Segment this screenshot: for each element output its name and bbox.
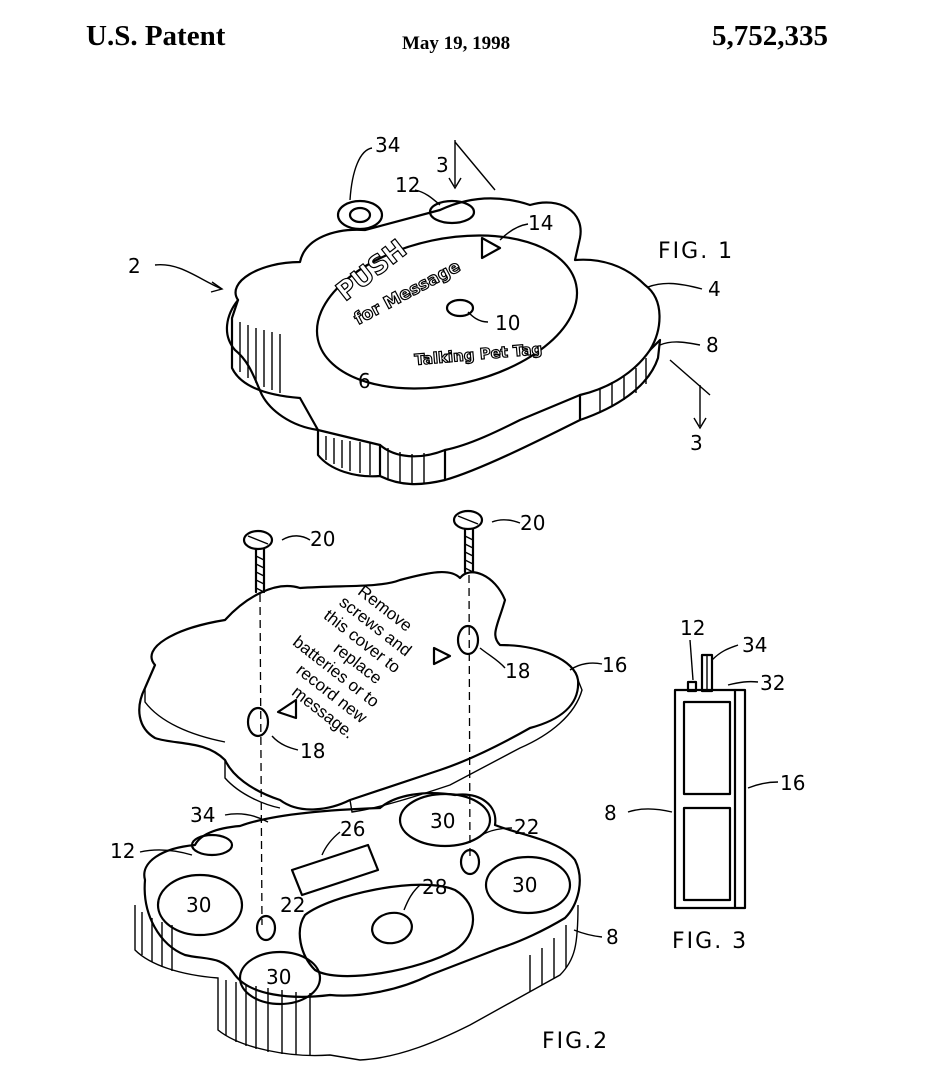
ref-14: 14	[528, 211, 553, 235]
ref-8-fig1: 8	[706, 333, 719, 357]
ref-2: 2	[128, 254, 141, 278]
ref-20-left: 20	[310, 527, 335, 551]
ref-4: 4	[708, 277, 721, 301]
ref-16-fig2: 16	[602, 653, 627, 677]
ref-6: 6	[358, 369, 371, 393]
ref-3-bottom: 3	[690, 431, 703, 455]
brand-text: Talking Pet Tag	[414, 340, 543, 369]
screw-hole-22-left	[255, 914, 277, 942]
screw-20-right	[452, 509, 484, 574]
ref-16-fig3: 16	[780, 771, 805, 795]
ref-32: 32	[760, 671, 785, 695]
fig3-cross-section	[627, 639, 779, 910]
button-12-base	[190, 833, 234, 857]
ref-8-fig3: 8	[604, 801, 617, 825]
side-hatching	[239, 322, 647, 483]
battery-cover-16	[138, 570, 580, 811]
patent-header-label: U.S. Patent	[86, 20, 226, 52]
base-hatching	[141, 912, 567, 1056]
alignment-line-right	[468, 574, 471, 861]
ref-30-bottom: 30	[266, 965, 291, 989]
fig2-exploded-view: Remove screws and this cover to replace …	[134, 509, 603, 1061]
ref-12-fig3: 12	[680, 616, 705, 640]
ref-3-top: 3	[436, 153, 449, 177]
ref-18-left: 18	[300, 739, 325, 763]
base-housing-8	[143, 792, 581, 998]
cover-arrow-right	[432, 646, 452, 666]
ref-12-fig1: 12	[395, 173, 420, 197]
ref-34-fig2: 34	[190, 803, 215, 827]
ring-hole	[348, 206, 372, 224]
arrow-14	[480, 236, 502, 260]
speaker-28	[371, 911, 413, 945]
microphone-10	[445, 298, 475, 318]
fig3-label: FIG. 3	[672, 929, 748, 954]
ref-34-fig3: 34	[742, 633, 767, 657]
tag-side-wall	[230, 298, 662, 486]
ref-20-right: 20	[520, 511, 545, 535]
ref-30-top: 30	[430, 809, 455, 833]
tag-top-face	[225, 197, 661, 458]
hole-18-left	[246, 706, 270, 738]
battery-30-left	[156, 873, 244, 937]
ref-12-fig2: 12	[110, 839, 135, 863]
battery-section-top	[682, 700, 732, 796]
section-line-bottom	[669, 359, 711, 396]
ring-34	[336, 199, 384, 231]
cover-instructions: Remove screws and this cover to replace …	[288, 581, 416, 742]
battery-30-top	[398, 792, 492, 848]
ref-28: 28	[422, 875, 447, 899]
button-section-12	[686, 680, 698, 693]
battery-30-bottom	[238, 950, 322, 1006]
ref-26: 26	[340, 817, 365, 841]
section-line-top	[454, 141, 496, 191]
battery-30-right	[484, 855, 572, 915]
ref-8-fig2: 8	[606, 925, 619, 949]
ref-30-left: 30	[186, 893, 211, 917]
patent-number: 5,752,335	[712, 20, 828, 52]
fig1-pet-tag: PUSH for Message Talking Pet Tag	[154, 140, 711, 486]
ref-22-left: 22	[280, 893, 305, 917]
ref-10: 10	[495, 311, 520, 335]
hole-18-right	[456, 624, 480, 656]
cover-arrow-left	[276, 698, 298, 720]
ref-18-right: 18	[505, 659, 530, 683]
speaker-well	[298, 883, 475, 978]
screw-hole-22-right	[459, 848, 481, 876]
alignment-line-left	[259, 593, 263, 926]
patent-date: May 19, 1998	[402, 33, 511, 54]
fig2-label: FIG.2	[542, 1029, 609, 1054]
fig1-label: FIG. 1	[658, 239, 734, 264]
push-oval	[315, 234, 579, 390]
ref-30-right: 30	[512, 873, 537, 897]
ref-22-right: 22	[514, 815, 539, 839]
ref-34-fig1: 34	[375, 133, 400, 157]
battery-section-bottom	[682, 806, 732, 902]
switch-26	[290, 843, 380, 897]
leader-2	[154, 264, 223, 290]
screw-20-left	[242, 529, 274, 594]
